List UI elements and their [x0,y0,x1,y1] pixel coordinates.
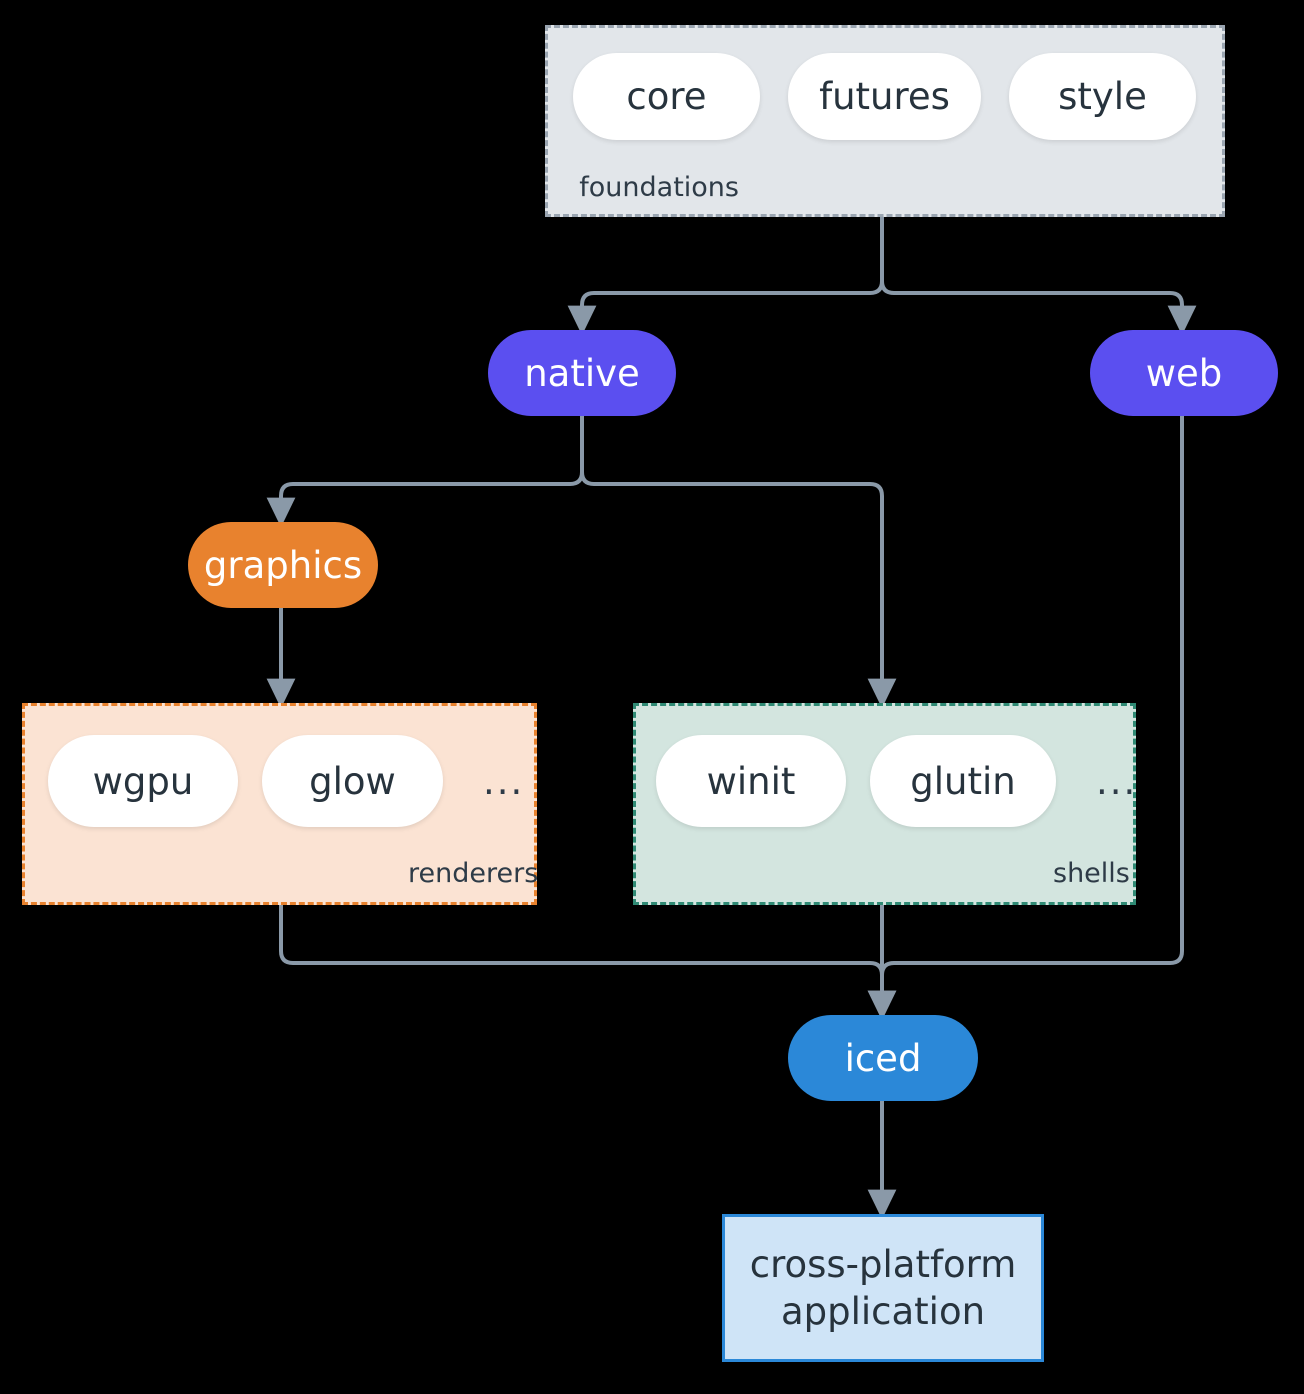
node-graphics[interactable]: graphics [188,522,378,608]
pill-style[interactable]: style [1009,53,1196,140]
pill-futures[interactable]: futures [788,53,981,140]
edge-native-graphics [266,416,584,528]
node-iced[interactable]: iced [788,1015,978,1101]
edge-foundations-native [567,217,884,336]
pill-core[interactable]: core [573,53,760,140]
group-foundations-items: core futures style [573,53,1196,140]
node-native[interactable]: native [488,330,676,416]
node-cross-platform-application[interactable]: cross-platform application [722,1214,1044,1362]
renderers-ellipsis: ... [483,759,525,803]
edge-foundations-web [880,280,1197,336]
pill-winit[interactable]: winit [656,735,846,827]
group-label-foundations: foundations [579,172,739,203]
pill-wgpu[interactable]: wgpu [48,735,238,827]
group-renderers-items: wgpu glow ... [48,735,524,827]
app-label-line2: application [780,1290,986,1333]
group-label-renderers: renderers [408,858,539,889]
node-web[interactable]: web [1090,330,1278,416]
app-label-line1: cross-platform [749,1242,1017,1286]
shells-ellipsis: ... [1096,759,1138,803]
pill-glow[interactable]: glow [262,735,443,827]
pill-glutin[interactable]: glutin [870,735,1056,827]
group-label-shells: shells [1053,858,1130,889]
edge-native-shells [580,471,897,709]
edge-renderers-iced [279,905,897,1021]
group-shells-items: winit glutin ... [656,735,1137,827]
